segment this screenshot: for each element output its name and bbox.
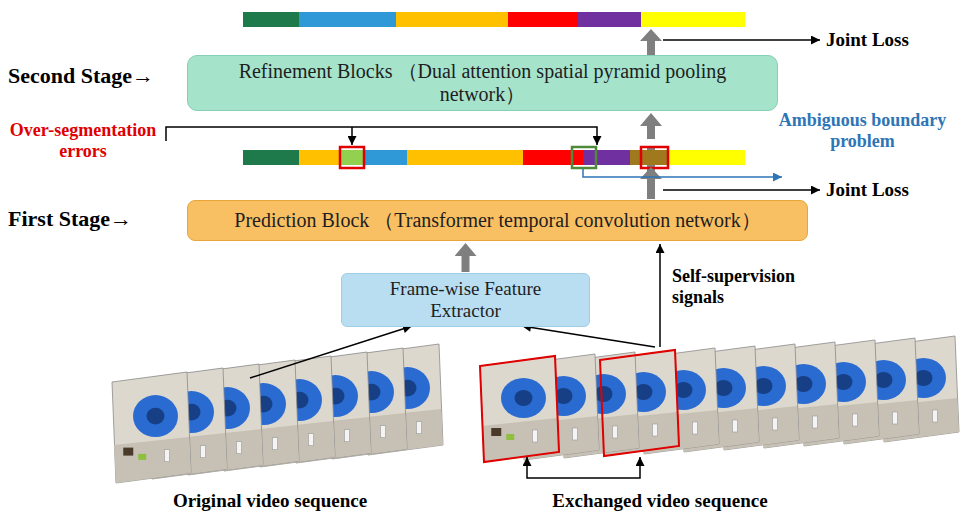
refinement-block: Refinement Blocks （Dual attention spatia… xyxy=(187,55,778,111)
error-label: Over-segmentation errors xyxy=(4,120,162,161)
loss-arrow xyxy=(663,189,820,191)
input-arrow xyxy=(250,326,412,378)
segment xyxy=(523,150,583,165)
object xyxy=(381,426,386,438)
frame-table xyxy=(482,418,559,462)
prediction-block: Prediction Block （Transformer temporal c… xyxy=(187,200,808,241)
object xyxy=(693,422,698,434)
object xyxy=(733,420,738,432)
segment xyxy=(243,150,299,165)
video-frame xyxy=(112,372,191,483)
object xyxy=(573,428,578,440)
loss-arrow xyxy=(663,39,820,41)
segment xyxy=(578,12,641,27)
object xyxy=(201,446,206,458)
object xyxy=(533,430,538,442)
segment xyxy=(396,12,508,27)
bowl-inner xyxy=(147,408,165,425)
grey-arrow-head xyxy=(640,29,662,41)
exchanged-frame-outline xyxy=(480,356,559,462)
object xyxy=(237,442,242,454)
segment xyxy=(340,150,363,165)
segment xyxy=(243,12,299,27)
box-text: Prediction Block （Transformer temporal c… xyxy=(234,209,760,232)
signal-label: Self-supervision signals xyxy=(672,266,812,307)
arrow-gap xyxy=(640,139,662,146)
initial-segmentation-bar xyxy=(243,147,745,168)
object xyxy=(613,426,618,438)
object xyxy=(933,410,938,422)
bowl-inner xyxy=(515,390,533,406)
final-segmentation-bar xyxy=(243,12,745,27)
segment xyxy=(299,150,340,165)
segment xyxy=(667,150,745,165)
sequence-label: Exchanged video sequence xyxy=(525,490,795,512)
error-box xyxy=(340,147,364,168)
callout-bracket xyxy=(166,127,597,145)
segment xyxy=(641,12,745,27)
segment xyxy=(583,150,630,165)
loss-label: Joint Loss xyxy=(826,29,956,51)
video-frame xyxy=(480,356,559,462)
feature-extractor-box: Frame-wise Feature Extractor xyxy=(341,273,590,327)
stage-label: Second Stage→ xyxy=(8,63,183,88)
loss-label: Joint Loss xyxy=(826,179,956,201)
stage-label: First Stage→ xyxy=(8,206,183,231)
object xyxy=(491,428,501,436)
box-text: Refinement Blocks （Dual attention spatia… xyxy=(208,60,757,106)
object xyxy=(813,416,818,428)
frame-table xyxy=(114,437,191,483)
segment xyxy=(630,150,667,165)
object xyxy=(773,418,778,430)
grey-arrow-shaft xyxy=(647,40,655,55)
object xyxy=(853,414,858,426)
object xyxy=(506,434,514,440)
object xyxy=(273,438,278,450)
video-frames xyxy=(112,336,959,483)
object xyxy=(893,412,898,424)
input-arrow xyxy=(522,326,655,347)
flow-arrow xyxy=(462,256,470,272)
callout-line xyxy=(583,169,782,177)
object xyxy=(123,448,133,456)
bowl xyxy=(501,378,546,418)
boundary-box xyxy=(572,147,596,168)
callout-line xyxy=(351,127,353,145)
frame-ground xyxy=(480,356,559,462)
bowl xyxy=(133,395,178,437)
exchange-bracket xyxy=(527,457,640,478)
error-box xyxy=(641,147,668,168)
original-video-frames xyxy=(112,344,443,483)
object xyxy=(653,424,658,436)
frame-ground xyxy=(112,372,191,483)
object xyxy=(165,450,170,462)
segment xyxy=(508,12,578,27)
exchanged-frame-outline xyxy=(600,350,679,456)
segment xyxy=(407,150,523,165)
sequence-label: Original video sequence xyxy=(140,490,400,512)
object xyxy=(309,434,314,446)
self-supervision-arrow xyxy=(659,244,661,347)
exchanged-video-frames xyxy=(480,336,959,462)
segment xyxy=(299,12,396,27)
object xyxy=(138,454,146,460)
object xyxy=(345,430,350,442)
problem-label: Ambiguous boundary problem xyxy=(770,110,955,151)
object xyxy=(417,422,422,434)
segment xyxy=(363,150,407,165)
box-text: Frame-wise Feature Extractor xyxy=(362,278,569,322)
